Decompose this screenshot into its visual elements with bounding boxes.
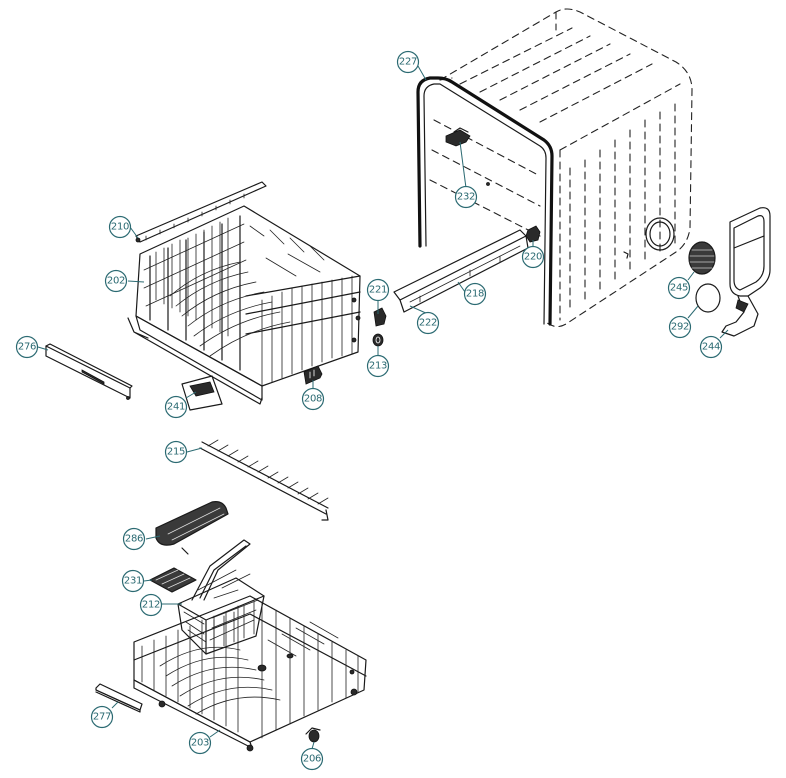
callout-244: 244 — [699, 335, 723, 359]
callout-245: 245 — [667, 276, 691, 300]
callout-244-label: 244 — [702, 342, 720, 353]
upper-rack — [127, 181, 361, 405]
callout-241-label: 241 — [167, 402, 185, 413]
part-244-cover — [721, 207, 771, 337]
part-232-bracket — [445, 127, 490, 186]
callout-218: 218 — [463, 282, 487, 306]
callout-220: 220 — [521, 245, 545, 269]
callout-210: 210 — [108, 215, 132, 239]
callout-210-label: 210 — [111, 222, 129, 233]
callout-208: 208 — [301, 387, 325, 411]
callout-231: 231 — [121, 569, 145, 593]
callout-245-label: 245 — [670, 283, 688, 294]
callout-206-label: 206 — [303, 754, 321, 765]
callout-292-label: 292 — [671, 322, 689, 333]
part-221-stop — [373, 307, 387, 327]
callout-203: 203 — [188, 731, 212, 755]
callout-202: 202 — [104, 269, 128, 293]
callout-227-label: 227 — [399, 57, 417, 68]
callout-222-label: 222 — [419, 318, 437, 329]
callout-215: 215 — [164, 440, 188, 464]
callout-213-label: 213 — [369, 361, 387, 372]
callout-286-label: 286 — [125, 534, 143, 545]
callout-218-label: 218 — [466, 289, 484, 300]
part-218-rail — [393, 229, 529, 313]
door-gasket — [416, 76, 554, 326]
part-245-grille — [688, 241, 716, 275]
callout-286: 286 — [122, 527, 146, 551]
callout-276-label: 276 — [18, 342, 36, 353]
callouts: 227 232 220 218 222 221 213 245 292 244 … — [15, 50, 723, 771]
part-208-clip — [303, 365, 323, 385]
part-215-tine-row — [199, 439, 329, 521]
callout-276: 276 — [15, 335, 39, 359]
part-276-strip — [45, 343, 133, 400]
callout-222: 222 — [416, 311, 440, 335]
part-241-plate — [181, 375, 223, 411]
lower-rack — [133, 595, 367, 752]
callout-206: 206 — [300, 747, 324, 771]
part-292-ring — [695, 283, 721, 313]
part-220-clip — [525, 225, 541, 243]
callout-232-label: 232 — [457, 192, 475, 203]
callout-212-label: 212 — [142, 600, 160, 611]
part-206-wheel — [305, 727, 321, 743]
callout-208-label: 208 — [304, 394, 322, 405]
callout-212: 212 — [139, 593, 163, 617]
callout-227: 227 — [396, 50, 420, 74]
callout-215-label: 215 — [167, 447, 185, 458]
callout-213: 213 — [366, 354, 390, 378]
callout-221-label: 221 — [369, 285, 387, 296]
callout-202-label: 202 — [107, 276, 125, 287]
callout-203-label: 203 — [191, 738, 209, 749]
callout-241: 241 — [164, 395, 188, 419]
part-231-grid — [149, 567, 197, 593]
tub-side-opening — [645, 217, 675, 251]
callout-277: 277 — [90, 705, 114, 729]
part-213-roller — [372, 333, 384, 347]
callout-232: 232 — [454, 185, 478, 209]
part-286-cup-shelf — [155, 501, 229, 555]
callout-220-label: 220 — [524, 252, 542, 263]
leader-lines — [37, 65, 729, 750]
callout-231-label: 231 — [124, 576, 142, 587]
callout-277-label: 277 — [93, 712, 111, 723]
callout-292: 292 — [668, 315, 692, 339]
callout-221: 221 — [366, 278, 390, 302]
